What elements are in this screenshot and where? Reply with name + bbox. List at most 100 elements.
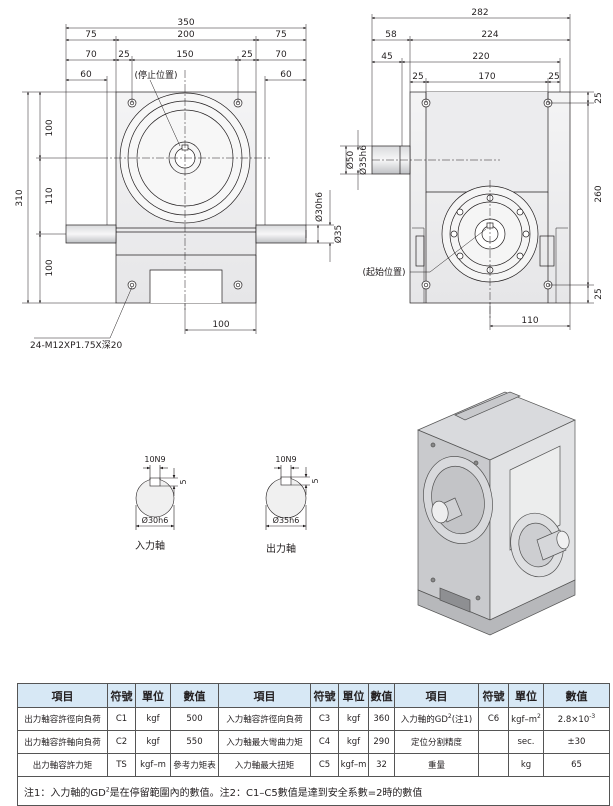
dim-350: 350 (177, 18, 194, 28)
input-depth-label: 5 (179, 479, 188, 484)
dim-58: 58 (385, 30, 397, 40)
table-cell: C6 (478, 707, 509, 731)
side-view-dimension-labels: 282 58 224 45 220 25 170 25 25 260 25 Ø5… (345, 8, 604, 326)
table-cell: kgf (135, 730, 171, 754)
gd-value-exponent: -3 (589, 713, 596, 721)
table-cell: 重量 (394, 753, 479, 777)
dim-25-left: 25 (412, 72, 423, 82)
unit-kgf-m: kgf–m (511, 714, 537, 725)
dim-45: 45 (381, 52, 392, 62)
header-value-3: 數值 (543, 683, 610, 708)
table-cell: 入力軸的GD2(注1) (394, 707, 479, 731)
dim-260: 260 (594, 185, 604, 202)
table-cell: kgf (135, 707, 171, 731)
table-cell: 500 (170, 707, 219, 731)
dim-150: 150 (176, 50, 193, 60)
note-part-1: 注1：入力軸的GD (24, 787, 106, 799)
keyway-detail-output (265, 465, 310, 530)
front-view-dimension-labels: 350 75 200 75 70 25 150 25 70 60 60 310 … (15, 18, 344, 351)
start-position-label: (起始位置) (362, 266, 405, 278)
header-symbol-3: 符號 (478, 683, 509, 708)
table-cell: C1 (107, 707, 136, 731)
gd-label: 入力軸的GD (400, 715, 448, 725)
table-cell: 290 (368, 730, 395, 754)
dim-100-top: 100 (45, 119, 55, 136)
dim-25-top-right: 25 (594, 92, 604, 103)
side-view-flange-holes (450, 194, 530, 274)
note-superscript: 2 (105, 786, 110, 794)
specification-table: 項目 符號 單位 數值 項目 符號 單位 數值 項目 符號 單位 數值 出力軸容… (17, 683, 610, 806)
side-view (371, 91, 571, 320)
dim-310: 310 (15, 189, 25, 206)
stop-position-label: (停止位置) (134, 69, 177, 81)
table-cell (478, 730, 509, 754)
dim-25-left: 25 (118, 50, 129, 60)
gd-value: 2.8×10 (557, 714, 590, 725)
table-cell: kgf–m2 (508, 707, 544, 731)
shaft-dia-30h6: Ø30h6 (314, 192, 325, 222)
shaft-dia-35h6: Ø35h6 (358, 145, 369, 175)
header-item-3: 項目 (394, 683, 479, 708)
header-unit-1: 單位 (135, 683, 171, 708)
table-cell: 定位分割精度 (394, 730, 479, 754)
front-view-left-shaft (65, 224, 117, 244)
header-value-2: 數值 (368, 683, 395, 708)
table-note-row: 注1：入力軸的GD2是在停留範圍內的數值。注2：C1–C5數值是達到安全系數=2… (17, 776, 610, 806)
input-dia-label: Ø30h6 (142, 515, 169, 525)
dim-25-bottom-right: 25 (594, 288, 604, 299)
dim-70-left: 70 (85, 50, 97, 60)
unit-superscript: 2 (537, 713, 541, 721)
header-unit-2: 單位 (338, 683, 369, 708)
dim-75-right: 75 (275, 30, 286, 40)
gd-note-ref: (注1) (451, 715, 473, 725)
dim-282: 282 (471, 8, 488, 18)
header-item-1: 項目 (17, 683, 108, 708)
dim-220: 220 (472, 52, 489, 62)
table-cell: ±30 (543, 730, 610, 754)
table-cell: 2.8×10-3 (543, 707, 610, 731)
dim-110: 110 (45, 187, 55, 204)
table-cell: 入力軸容許徑向負荷 (218, 707, 311, 731)
keyway-labels: 10N9 5 Ø30h6 入力軸 10N9 5 Ø35h6 出力軸 (135, 455, 320, 555)
dim-25-right: 25 (548, 72, 559, 82)
table-cell: 入力軸最大扭矩 (218, 753, 311, 777)
table-cell (478, 753, 509, 777)
table-cell: 出力軸容許徑向負荷 (17, 707, 108, 731)
table-cell: C3 (310, 707, 339, 731)
table-note: 注1：入力軸的GD2是在停留範圍內的數值。注2：C1–C5數值是達到安全系數=2… (17, 776, 610, 806)
dim-100-bottom: 100 (45, 259, 55, 276)
front-view (65, 70, 307, 310)
table-cell: sec. (508, 730, 544, 754)
dim-200: 200 (177, 30, 194, 40)
header-symbol-1: 符號 (107, 683, 136, 708)
table-cell: 32 (368, 753, 395, 777)
shaft-dia-35: Ø35 (333, 225, 344, 244)
output-key-label: 10N9 (275, 455, 296, 464)
header-item-2: 項目 (218, 683, 311, 708)
dim-60-right: 60 (280, 70, 292, 80)
table-cell: 出力軸容許軸向負荷 (17, 730, 108, 754)
isometric-view (417, 391, 576, 636)
table-cell: 入力軸最大彎曲力矩 (218, 730, 311, 754)
input-shaft-caption: 入力軸 (135, 539, 165, 552)
table-cell: C2 (107, 730, 136, 754)
keyway-detail-input (135, 465, 178, 530)
gd-superscript: 2 (447, 713, 452, 721)
dim-25-right: 25 (241, 50, 252, 60)
header-symbol-2: 符號 (310, 683, 339, 708)
header-unit-3: 單位 (508, 683, 544, 708)
dim-100-horizontal: 100 (212, 320, 229, 330)
shaft-dia-50: Ø50 (345, 150, 356, 169)
table-cell: kgf (338, 707, 369, 731)
note-part-2: 是在停留範圍內的數值。注2：C1–C5數值是達到安全系數=2時的數值 (109, 787, 423, 799)
dim-60-left: 60 (80, 70, 92, 80)
table-row: 出力軸容許力矩 TS kgf–m 參考力矩表 入力軸最大扭矩 C5 kgf–m … (17, 753, 610, 777)
output-depth-label: 5 (311, 478, 320, 483)
table-cell: 參考力矩表 (170, 753, 219, 777)
front-view-right-shaft (255, 224, 307, 244)
dim-75-left: 75 (85, 30, 96, 40)
table-header-row: 項目 符號 單位 數值 項目 符號 單位 數值 項目 符號 單位 數值 (17, 683, 610, 708)
table-cell: C4 (310, 730, 339, 754)
dim-70-right: 70 (275, 50, 287, 60)
